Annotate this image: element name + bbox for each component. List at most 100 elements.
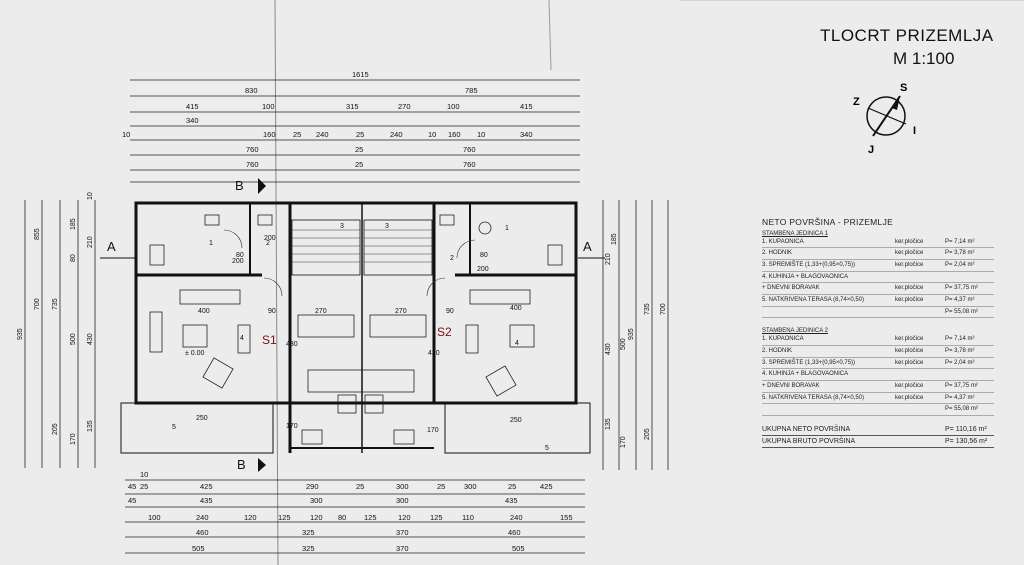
dim-label: 90 [446,308,454,315]
room-number: 2 [266,240,270,247]
compass-label-i: I [913,125,916,137]
compass-label-s: S [900,82,907,94]
dim-label: 100 [148,513,161,522]
left-dimension-lines [24,200,96,468]
dim-label: 170 [427,427,439,434]
dim-label: 170 [70,433,77,445]
section-markers: B B A A [107,178,592,472]
dim-label: 80 [236,252,244,259]
legend-name: 5. NATKRIVENA TERASA (8,74×0,50) [762,296,864,303]
unit-label-s1: S1 [262,333,277,347]
dim-label: 935 [628,328,635,340]
legend-row: 4. KUHINJA + BLAGOVAONICA [762,272,994,284]
legend-row: 5. NATKRIVENA TERASA (8,74×0,50) ker.ploč… [762,393,994,405]
legend-area: P= 3,78 m² [945,348,975,354]
legend-type: ker.pločice [895,394,924,401]
dim-label: 45 [128,482,136,491]
dim-label: 760 [246,145,259,154]
legend-name: + DNEVNI BORAVAK [762,383,820,390]
legend-area: P= 4,37 m² [945,296,975,303]
dim-label: 270 [398,102,411,111]
dim-label: 415 [520,102,533,111]
dim-label: 830 [245,86,258,95]
legend-name: 1. KUPAONICA [762,238,804,245]
dim-label: 425 [200,482,213,491]
room-number: 5 [545,445,549,452]
building-walls [120,201,591,454]
dim-label: 200 [232,258,244,265]
legend-name: 4. KUHINJA + BLAGOVAONICA [762,273,849,280]
legend-name: 2. HODNIK [762,250,793,257]
legend-area: P= 37,75 m² [945,383,978,390]
dim-label: 25 [355,160,363,169]
dim-label: 25 [293,130,301,139]
dim-label: 340 [520,130,533,139]
dim-label: 240 [316,130,329,139]
dim-label: 25 [356,482,364,491]
legend-row: 4. KUHINJA + BLAGOVAONICA [762,369,994,382]
left-dimension-labels: 935 855 700 735 185 210 80 500 430 135 1… [17,192,94,445]
section-mark-a-left: A [107,239,116,254]
dim-label: 125 [430,513,443,522]
dim-label: 210 [605,253,612,265]
dim-label: 760 [246,160,259,169]
legend-area: P= 3,78 m² [945,250,975,257]
dim-label: 240 [510,513,523,522]
dim-label: 300 [464,482,477,491]
dim-label: 120 [310,513,323,522]
dim-label: 290 [306,482,319,491]
unit1-table: 1. KUPAONICA ker.pločice P= 7,14 m² 2. HODN… [762,237,994,319]
dim-label: 430 [286,341,298,348]
gross-total-row: UKUPNA BRUTO POVRŠINA P= 130,56 m² [762,436,994,449]
dim-label: 170 [620,436,627,448]
legend-area: P= 37,75 m² [945,285,978,292]
bottom-dimension-lines [125,479,585,554]
top-dimension-lines [130,79,580,183]
dim-label: 505 [512,544,525,553]
dim-label: 125 [278,513,291,522]
legend-name: + DNEVNI BORAVAK [762,285,820,292]
dim-label: 430 [605,343,612,355]
dim-label: 500 [620,338,627,350]
net-total-value: P= 110,16 m² [945,426,987,434]
dim-label: 300 [396,482,409,491]
dim-label: 120 [398,513,411,522]
legend-type: ker.pločice [895,238,924,245]
dim-label: 250 [510,417,522,424]
bottom-dimension-labels: 10 425 290 25 300 25 300 25 425 45 25 43… [128,470,573,553]
legend-area: P= 55,08 m² [945,406,978,413]
legend-row: 3. SPREMIŠTE (1,33+(0,95×0,75))ker.ploči… [762,358,994,370]
dim-label: 400 [510,305,522,312]
legend-row: P= 55,08 m² [762,307,994,319]
legend-row: 5. NATKRIVENA TERASA (8,74×0,50)ker.ploč… [762,295,994,307]
dim-label: 460 [508,528,521,537]
dim-label: 25 [356,130,364,139]
section-mark-a-right: A [583,239,592,254]
dim-label: 80 [338,513,346,522]
dim-label: 250 [196,415,208,422]
legend-area: P= 2,04 m² [945,261,975,268]
furniture [149,214,563,445]
right-dimension-labels: 185 210 700 735 935 500 430 135 170 205 [605,233,667,448]
dim-label: 425 [540,482,553,491]
legend-row: P= 55,08 m² [762,404,994,417]
dim-label: 200 [477,266,489,273]
dim-label: 735 [644,303,651,315]
level-label: ± 0.00 [185,350,205,357]
legend-name: 3. SPREMIŠTE (1,33+(0,95×0,75)) [762,261,856,268]
legend-type: ker.pločice [895,359,924,366]
legend-area: P= 7,14 m² [945,238,975,245]
room-number: 1 [209,240,213,247]
room-number: 3 [385,223,389,230]
room-number: 1 [505,225,509,232]
legend-area: P= 55,08 m² [945,308,978,315]
dim-label: 185 [70,218,77,230]
door-swings [223,229,476,297]
dim-label: 325 [302,528,315,537]
room-number: 3 [340,223,344,230]
legend-name: 5. NATKRIVENA TERASA (8,74×0,50) [762,394,864,401]
dim-label: 240 [390,130,403,139]
